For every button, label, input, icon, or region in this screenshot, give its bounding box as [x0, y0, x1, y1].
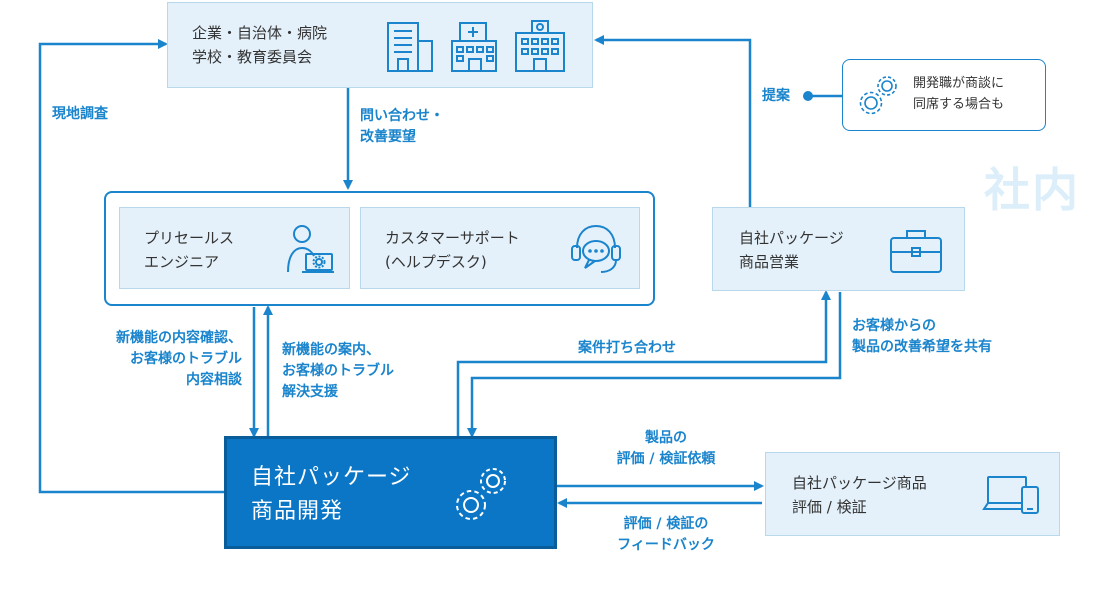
- note-label: 開発職が商談に 同席する場合も: [913, 76, 1005, 112]
- proposal-label: 提案: [762, 88, 790, 104]
- field-survey-arrow: [38, 39, 224, 494]
- product-development-label: 自社パッケージ 商品開発: [251, 465, 412, 524]
- to-support-label: 新機能の内容確認、 お客様のトラブル 内容相談: [116, 330, 242, 388]
- note-connector-dot: [803, 91, 813, 101]
- feedback-label: 評価 / 検証の フィードバック: [617, 516, 715, 553]
- customer-support-label: カスタマーサポート (ヘルプデスク): [385, 229, 520, 271]
- briefcase-icon: [890, 230, 942, 273]
- gears-icon: [456, 468, 506, 520]
- product-development-box: 自社パッケージ 商品開発: [224, 436, 557, 549]
- eval-request-label: 製品の 評価 / 検証依頼: [616, 430, 716, 467]
- evaluation-label: 自社パッケージ商品 評価 / 検証: [792, 474, 927, 516]
- internal-watermark: 社内: [984, 163, 1080, 217]
- to-dev-label: 新機能の案内、 お客様のトラブル 解決支援: [282, 342, 394, 400]
- share-label: お客様からの 製品の改善希望を共有: [852, 318, 992, 355]
- sales-box: 自社パッケージ 商品営業: [712, 207, 965, 291]
- share-arrow: [467, 292, 842, 438]
- engineer-with-laptop-icon: [287, 225, 334, 273]
- meeting-arrow: [456, 290, 831, 436]
- proposal-arrow: [594, 35, 752, 207]
- customer-support-box: カスタマーサポート (ヘルプデスク): [360, 207, 640, 289]
- laptop-smartphone-icon: [982, 476, 1039, 514]
- office-building-icon: [387, 22, 433, 72]
- school-icon: [515, 20, 565, 72]
- field-survey-label: 現地調査: [52, 106, 108, 122]
- gears-icon: [859, 76, 897, 115]
- sales-label: 自社パッケージ 商品営業: [739, 229, 844, 271]
- evaluation-box: 自社パッケージ商品 評価 / 検証: [765, 452, 1060, 536]
- support-group-box: プリセールス エンジニア カスタマーサポート (ヘルプデスク): [104, 191, 655, 306]
- customer-organizations-label: 企業・自治体・病院 学校・教育委員会: [192, 24, 328, 66]
- hospital-icon: [451, 22, 497, 72]
- presales-engineer-label: プリセールス エンジニア: [144, 229, 235, 271]
- customer-organizations-box: 企業・自治体・病院 学校・教育委員会: [167, 2, 593, 88]
- headset-chat-icon: [571, 224, 621, 273]
- meeting-label: 案件打ち合わせ: [578, 340, 676, 356]
- presales-engineer-box: プリセールス エンジニア: [119, 207, 350, 289]
- inquiry-label: 問い合わせ・ 改善要望: [360, 108, 444, 145]
- note-box: 開発職が商談に 同席する場合も: [842, 59, 1046, 131]
